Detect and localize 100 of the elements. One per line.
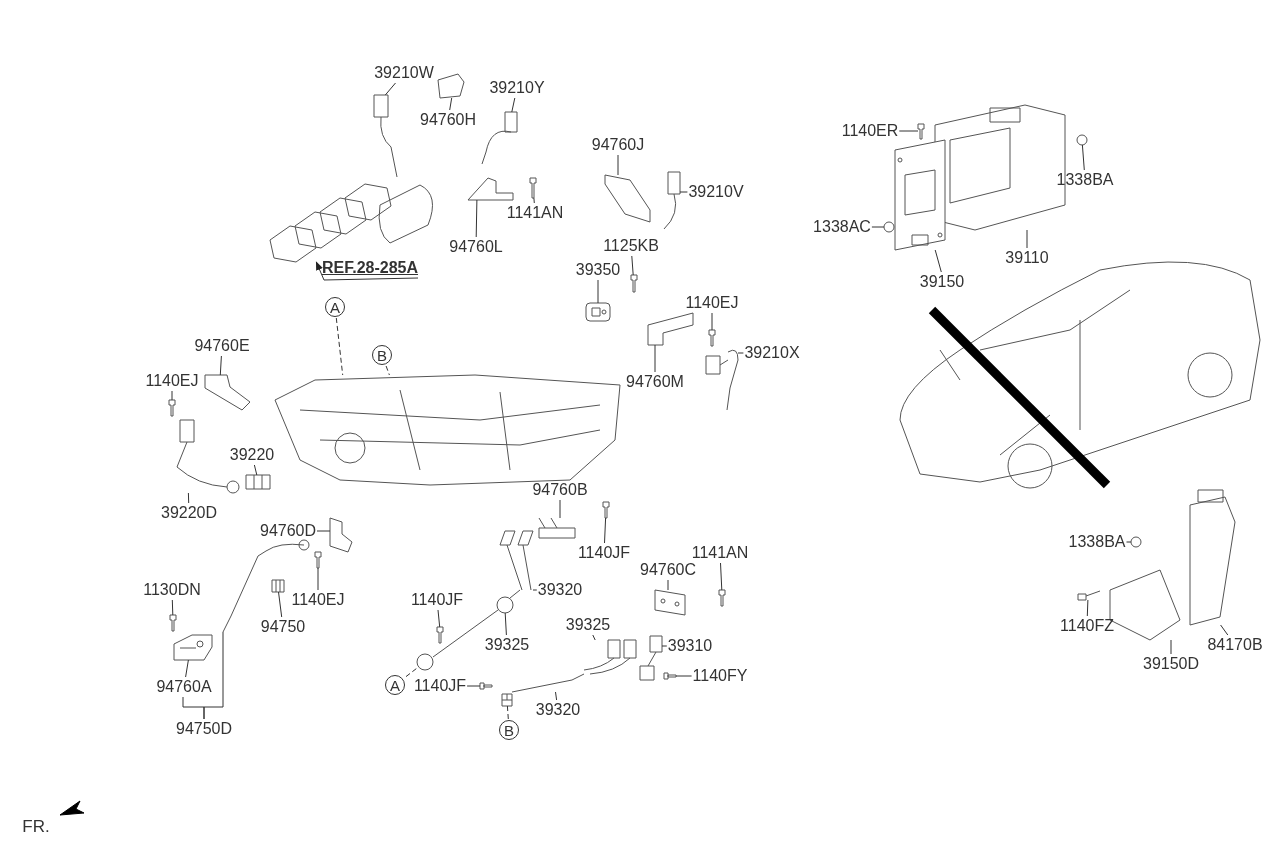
bracket-drawing — [894, 139, 946, 251]
bracket-drawing — [647, 312, 694, 346]
part-number: 1130DN — [143, 581, 201, 599]
leader-line — [317, 567, 319, 591]
bracket-drawing — [329, 517, 353, 553]
callout-letter: A — [325, 297, 345, 317]
leader-line — [934, 249, 942, 273]
callout-letter: A — [385, 675, 405, 695]
part-number: 94750 — [260, 618, 306, 636]
bracket-drawing — [204, 374, 251, 411]
part-number: 94760A — [156, 678, 212, 696]
part-number: 39350 — [575, 261, 621, 279]
reference-label: REF.28-285A — [322, 259, 418, 277]
leader-line — [871, 226, 885, 228]
callout-letter: B — [499, 720, 519, 740]
part-number: 39210W — [374, 64, 434, 82]
leader-line — [1086, 599, 1089, 617]
leader-line — [737, 352, 744, 354]
bolt-icon — [529, 177, 537, 199]
leader-line — [1026, 229, 1028, 249]
sensor-drawing — [416, 653, 434, 671]
leader-line — [171, 599, 174, 616]
sensor-drawing — [639, 635, 663, 681]
part-number: 1140EJ — [685, 294, 739, 312]
part-number: 1140FZ — [1060, 617, 1114, 635]
leader-line — [597, 279, 599, 304]
part-number: 1141AN — [691, 544, 749, 562]
leader-line — [385, 365, 390, 376]
leader-line — [675, 675, 693, 677]
leader-line — [617, 154, 619, 176]
leader-line — [511, 97, 516, 113]
wiring-harness-drawing — [583, 639, 637, 675]
sensor-drawing — [481, 111, 518, 165]
part-number: 94760D — [260, 522, 316, 540]
part-number: 39210X — [744, 344, 800, 362]
part-number: 94760M — [626, 373, 684, 391]
leader-line — [475, 199, 478, 238]
part-number: 1140JF — [410, 591, 464, 609]
leader-line — [592, 634, 596, 641]
leader-line — [504, 612, 507, 636]
part-number: 1141AN — [506, 204, 564, 222]
leader-line — [253, 464, 258, 476]
part-number: 1140JF — [577, 544, 631, 562]
sensor-drawing — [501, 693, 513, 707]
leader-line — [219, 355, 222, 376]
part-number: 39325 — [484, 636, 530, 654]
leader-line — [1220, 624, 1229, 636]
part-number: 84170B — [1207, 636, 1263, 654]
bracket-drawing — [604, 174, 651, 223]
part-number: 39110 — [1005, 249, 1049, 267]
part-number: 39210Y — [489, 79, 545, 97]
part-number: 39210V — [688, 183, 744, 201]
exhaust-manifold-drawing — [269, 183, 433, 263]
part-number: 1140JF — [413, 677, 467, 695]
part-number: 1338BA — [1056, 171, 1114, 189]
sensor-drawing — [663, 171, 681, 230]
bracket-drawing — [538, 517, 576, 539]
part-number: 39320 — [535, 701, 581, 719]
bracket-drawing — [437, 73, 465, 99]
wiring-harness-drawing — [222, 555, 259, 633]
part-number: 94760B — [532, 481, 588, 499]
bolt-icon — [718, 589, 726, 607]
part-number: 1338BA — [1068, 533, 1126, 551]
control-unit-drawing — [1189, 489, 1236, 626]
leader-line — [1170, 639, 1172, 655]
sensor-drawing — [271, 579, 285, 593]
leader-line — [720, 562, 723, 591]
leader-line — [661, 645, 668, 647]
sensor-drawing — [705, 349, 739, 411]
bolt-icon — [663, 672, 677, 680]
bolt-icon — [917, 123, 925, 140]
bolt-icon — [168, 399, 176, 417]
leader-line — [533, 197, 535, 204]
part-number: 1140EJ — [291, 591, 345, 609]
part-number: 1140FY — [692, 667, 748, 685]
part-number: 94760C — [640, 561, 696, 579]
leader-line — [667, 579, 669, 591]
part-number: 39220 — [229, 446, 275, 464]
leader-line — [449, 97, 453, 111]
leader-line — [185, 659, 189, 678]
nut-icon — [1130, 536, 1142, 548]
nut-icon — [883, 221, 895, 233]
leader-line — [631, 255, 634, 276]
leader-line — [559, 499, 561, 519]
bracket-drawing — [467, 177, 514, 201]
leader-line — [679, 191, 688, 193]
leader-line — [384, 82, 396, 96]
bolt-icon — [479, 682, 493, 690]
front-label: FR. — [22, 816, 50, 836]
leader-line — [335, 317, 344, 376]
bracket-drawing — [654, 589, 686, 616]
leader-line — [654, 344, 656, 373]
part-number: 39220D — [161, 504, 217, 522]
leader-line — [506, 705, 509, 720]
part-number: 39325 — [565, 616, 611, 634]
leader-line — [555, 691, 558, 701]
part-number: 94750D — [176, 720, 232, 738]
leader-line — [203, 631, 224, 720]
part-number: 94760E — [194, 337, 250, 355]
sensor-drawing — [585, 302, 611, 322]
